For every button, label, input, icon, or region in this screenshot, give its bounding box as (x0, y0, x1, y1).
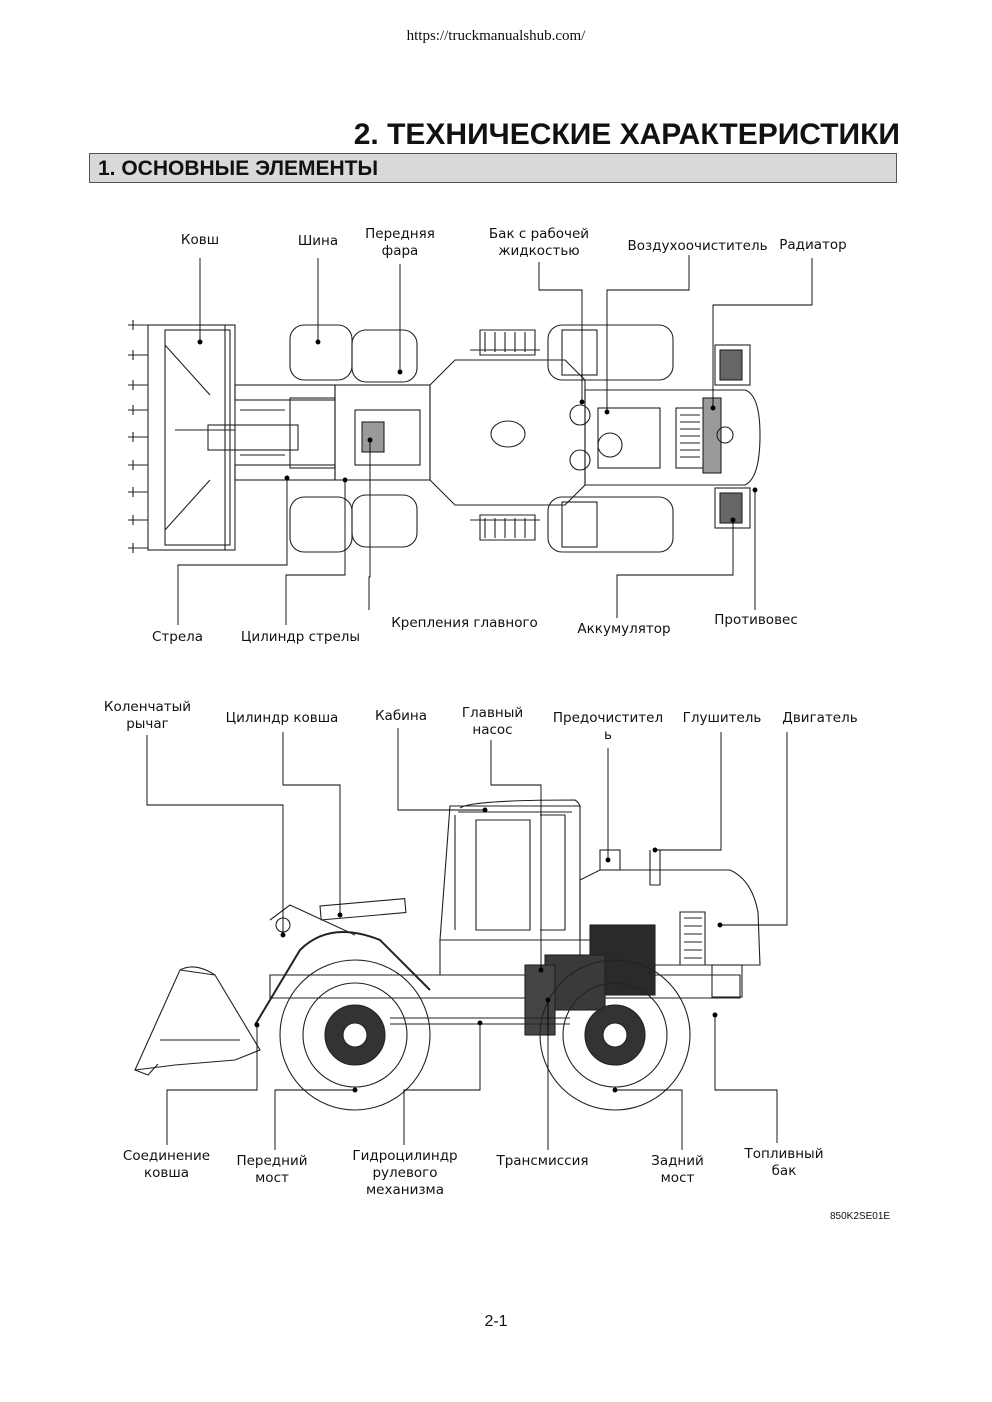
label-boom: Стрела (151, 629, 204, 645)
side-loader-arm (254, 897, 431, 1026)
side-frame (269, 939, 741, 999)
label-tire: Шина (297, 233, 339, 249)
label-precleaner: Предочистител ь (552, 710, 664, 743)
top-engine-hood (569, 344, 761, 529)
label-battery: Аккумулятор (577, 621, 671, 637)
label-transmission: Трансмиссия (496, 1153, 589, 1169)
side-front-wheel (279, 959, 431, 1111)
label-bucket-cylinder: Цилиндр ковша (225, 710, 339, 726)
section-title: 1. ОСНОВНЫЕ ЭЛЕМЕНТЫ (89, 153, 897, 183)
top-rear-tires (547, 324, 674, 553)
page-number: 2-1 (484, 1313, 508, 1330)
chapter-title: 2. ТЕХНИЧЕСКИЕ ХАРАКТЕРИСТИКИ (353, 118, 900, 151)
label-hydraulic-tank: Бак с рабочей жидкостью (488, 226, 590, 259)
side-leader-lines (146, 728, 788, 1150)
side-bucket (134, 966, 261, 1076)
label-bucket-link: Соединение ковша (122, 1148, 211, 1181)
label-counterweight: Противовес (714, 612, 798, 628)
source-url: https://truckmanualshub.com/ (406, 28, 586, 44)
label-boom-cylinder: Цилиндр стрелы (240, 629, 361, 645)
label-steering-cylinder: Гидроцилиндр рулевого механизма (352, 1148, 458, 1198)
top-bucket-teeth (128, 320, 148, 553)
top-boom (207, 384, 431, 481)
label-main-mounts: Крепления главного (391, 615, 538, 631)
top-leader-lines (177, 255, 813, 625)
label-cab: Кабина (374, 708, 428, 724)
label-rear-axle: Задний мост (651, 1153, 704, 1186)
label-bell-crank: Коленчатый рычаг (103, 699, 192, 732)
label-front-axle: Передний мост (236, 1153, 308, 1186)
side-engine-hood (579, 849, 761, 998)
figure-code: 850K2SE01E (830, 1211, 891, 1222)
top-front-tires (289, 324, 418, 553)
side-rear-wheel (539, 959, 691, 1111)
label-radiator: Радиатор (779, 237, 847, 253)
label-main-pump: Главный насос (461, 705, 524, 738)
label-engine: Двигатель (782, 710, 858, 726)
label-headlight: Передняя фара (365, 226, 435, 259)
label-bucket: Ковш (180, 232, 220, 248)
label-air-cleaner: Воздухоочиститель (627, 238, 768, 254)
top-bucket (147, 324, 236, 551)
side-view-drawing (134, 728, 788, 1150)
label-muffler: Глушитель (682, 710, 762, 726)
side-cab (439, 799, 581, 941)
top-view-drawing (128, 255, 813, 625)
label-fuel-tank: Топливный бак (744, 1146, 824, 1179)
